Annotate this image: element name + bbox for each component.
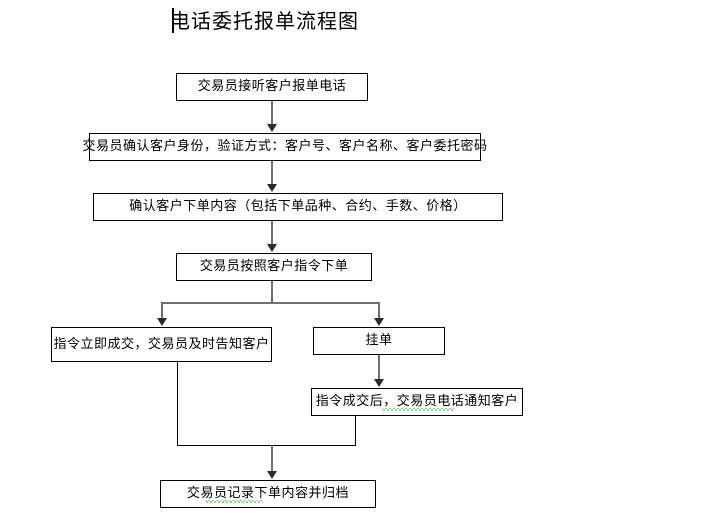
flow-node-receive-call[interactable]: 交易员接听客户报单电话 [176, 73, 368, 101]
connector-bus-n5 [161, 302, 163, 319]
flow-node-label: 交易员接听客户报单电话 [197, 79, 347, 94]
flow-node-label: 指令成交后，交易员电话通知客户 [315, 394, 519, 409]
connector-n1-n2 [271, 101, 273, 125]
connector-n2-n3 [271, 161, 273, 185]
arrowhead-n6-n7 [374, 379, 384, 387]
flow-node-confirm-order-details[interactable]: 确认客户下单内容（包括下单品种、合约、手数、价格） [93, 193, 503, 221]
arrowhead-bus-n5 [157, 318, 167, 326]
arrowhead-n2-n3 [267, 184, 277, 192]
flow-node-verify-identity[interactable]: 交易员确认客户身份，验证方式：客户号、客户名称、客户委托密码 [83, 133, 487, 161]
flow-node-pending-order[interactable]: 挂单 [313, 327, 445, 355]
flow-node-label: 交易员按照客户指令下单 [199, 259, 349, 274]
flow-node-label: 确认客户下单内容（包括下单品种、合约、手数、价格） [129, 199, 467, 214]
merge-bus-horizontal [177, 445, 356, 446]
connector-n4-bus [271, 281, 273, 303]
arrowhead-n3-n4 [267, 244, 277, 252]
flow-node-notify-after-fill[interactable]: 指令成交后，交易员电话通知客户 [311, 388, 523, 416]
page-title: 电话委托报单流程图 [170, 9, 359, 33]
flow-node-place-order[interactable]: 交易员按照客户指令下单 [176, 253, 372, 281]
spellcheck-underline [205, 500, 263, 503]
connector-n3-n4 [271, 221, 273, 245]
connector-n7-merge [355, 416, 356, 446]
arrowhead-bus-n6 [374, 318, 384, 326]
text-caret [172, 8, 174, 33]
flow-node-label: 指令立即成交，交易员及时告知客户 [53, 336, 270, 352]
connector-n5-merge [177, 362, 178, 446]
split-bus-horizontal [161, 302, 379, 304]
connector-merge-n8 [271, 445, 273, 472]
flow-node-label: 交易员确认客户身份，验证方式：客户号、客户名称、客户委托密码 [82, 139, 488, 154]
connector-n6-n7 [378, 355, 380, 380]
arrowhead-merge-n8 [267, 471, 277, 479]
connector-bus-n6 [378, 302, 380, 319]
flow-node-label: 交易员记录下单内容并归档 [186, 486, 349, 501]
flow-node-label: 挂单 [365, 333, 393, 348]
flow-node-immediate-fill[interactable]: 指令立即成交，交易员及时告知客户 [51, 327, 272, 362]
arrowhead-n1-n2 [267, 124, 277, 132]
spellcheck-underline [382, 408, 454, 411]
flow-node-record-and-archive[interactable]: 交易员记录下单内容并归档 [160, 480, 376, 508]
